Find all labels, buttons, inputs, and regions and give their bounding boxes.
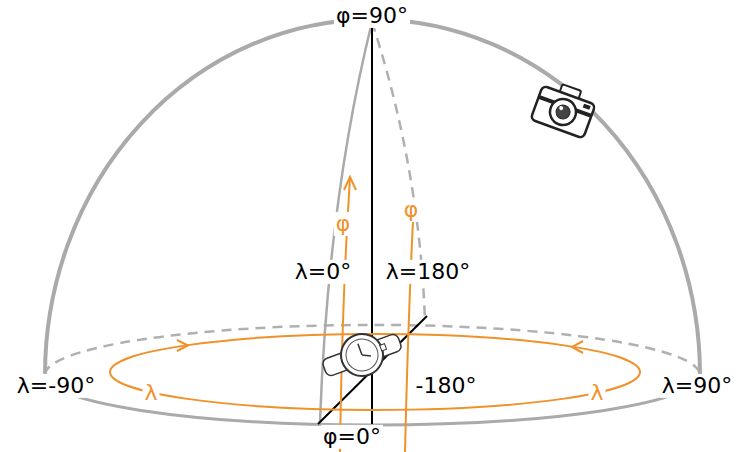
meridian-label: -180° [414,374,479,398]
meridian-label: λ=180° [384,260,472,284]
arrowhead [344,177,356,190]
latitude-symbol: φ [334,212,353,236]
arrowhead [177,340,188,351]
longitude-symbol: λ [142,381,159,405]
meridian-label: λ=-90° [15,374,97,398]
watch-icon [317,322,407,389]
latitude-path [405,200,414,452]
longitude-symbol: λ [588,381,605,405]
arrowhead [572,341,583,353]
meridian-label: λ=0° [293,260,353,284]
meridian-label: λ=90° [660,374,734,398]
latitude-symbol: φ [402,198,421,222]
horizontal-axis [318,316,427,424]
camera-icon [531,78,599,138]
equator-label: φ=0° [321,425,383,449]
pole-label: φ=90° [334,4,410,28]
